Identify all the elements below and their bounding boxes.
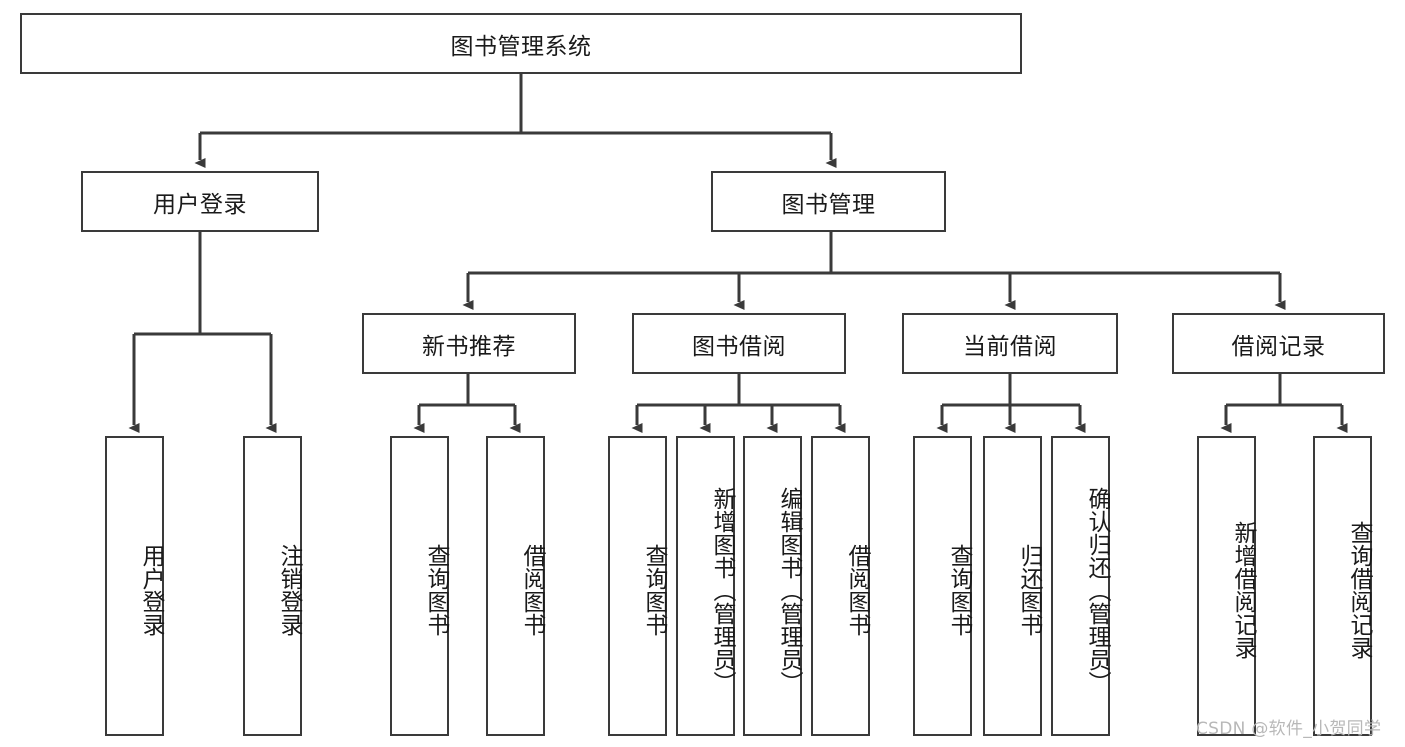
node-label: 用户登录: [138, 544, 164, 636]
node-label: 查询图书: [423, 544, 449, 636]
node-label: 查询借阅记录: [1346, 521, 1372, 659]
node-user-login[interactable]: 用户登录: [81, 171, 319, 232]
node-label: 图书管理系统: [450, 33, 592, 60]
node-book-borrow[interactable]: 图书借阅: [632, 313, 846, 374]
node-label: 确认归还（管理员）: [1084, 486, 1110, 694]
leaf-current-borrow-return[interactable]: 归还图书: [983, 436, 1042, 736]
node-label: 图书借阅: [692, 333, 786, 360]
node-label: 查询图书: [641, 544, 667, 636]
node-label: 编辑图书（管理员）: [776, 486, 802, 694]
node-borrow-record[interactable]: 借阅记录: [1172, 313, 1385, 374]
node-label: 当前借阅: [963, 333, 1057, 360]
leaf-book-borrow-query[interactable]: 查询图书: [608, 436, 667, 736]
node-new-book-recommend[interactable]: 新书推荐: [362, 313, 576, 374]
csdn-watermark: CSDN @软件_小贺同学: [1196, 719, 1382, 739]
node-label: 用户登录: [153, 191, 247, 218]
node-book-management[interactable]: 图书管理: [711, 171, 946, 232]
node-label: 查询图书: [946, 544, 972, 636]
node-label: 注销登录: [276, 544, 302, 636]
leaf-current-borrow-query[interactable]: 查询图书: [913, 436, 972, 736]
node-label: 归还图书: [1016, 544, 1042, 636]
leaf-user-login-logout[interactable]: 注销登录: [243, 436, 302, 736]
node-label: 借阅记录: [1231, 333, 1326, 360]
leaf-current-borrow-confirm-return[interactable]: 确认归还（管理员）: [1051, 436, 1110, 736]
node-label: 借阅图书: [519, 544, 545, 636]
leaf-new-book-query[interactable]: 查询图书: [390, 436, 449, 736]
node-root-book-management-system[interactable]: 图书管理系统: [20, 13, 1022, 74]
node-current-borrow[interactable]: 当前借阅: [902, 313, 1118, 374]
leaf-book-borrow-borrow[interactable]: 借阅图书: [811, 436, 870, 736]
leaf-book-borrow-add[interactable]: 新增图书（管理员）: [676, 436, 735, 736]
leaf-borrow-record-query[interactable]: 查询借阅记录: [1313, 436, 1372, 736]
leaf-borrow-record-add[interactable]: 新增借阅记录: [1197, 436, 1256, 736]
node-label: 新增图书（管理员）: [709, 486, 735, 694]
node-label: 借阅图书: [844, 544, 870, 636]
leaf-user-login-login[interactable]: 用户登录: [105, 436, 164, 736]
node-label: 新增借阅记录: [1230, 521, 1256, 659]
node-label: 图书管理: [781, 191, 876, 218]
node-label: 新书推荐: [422, 333, 516, 360]
leaf-book-borrow-edit[interactable]: 编辑图书（管理员）: [743, 436, 802, 736]
leaf-new-book-borrow[interactable]: 借阅图书: [486, 436, 545, 736]
